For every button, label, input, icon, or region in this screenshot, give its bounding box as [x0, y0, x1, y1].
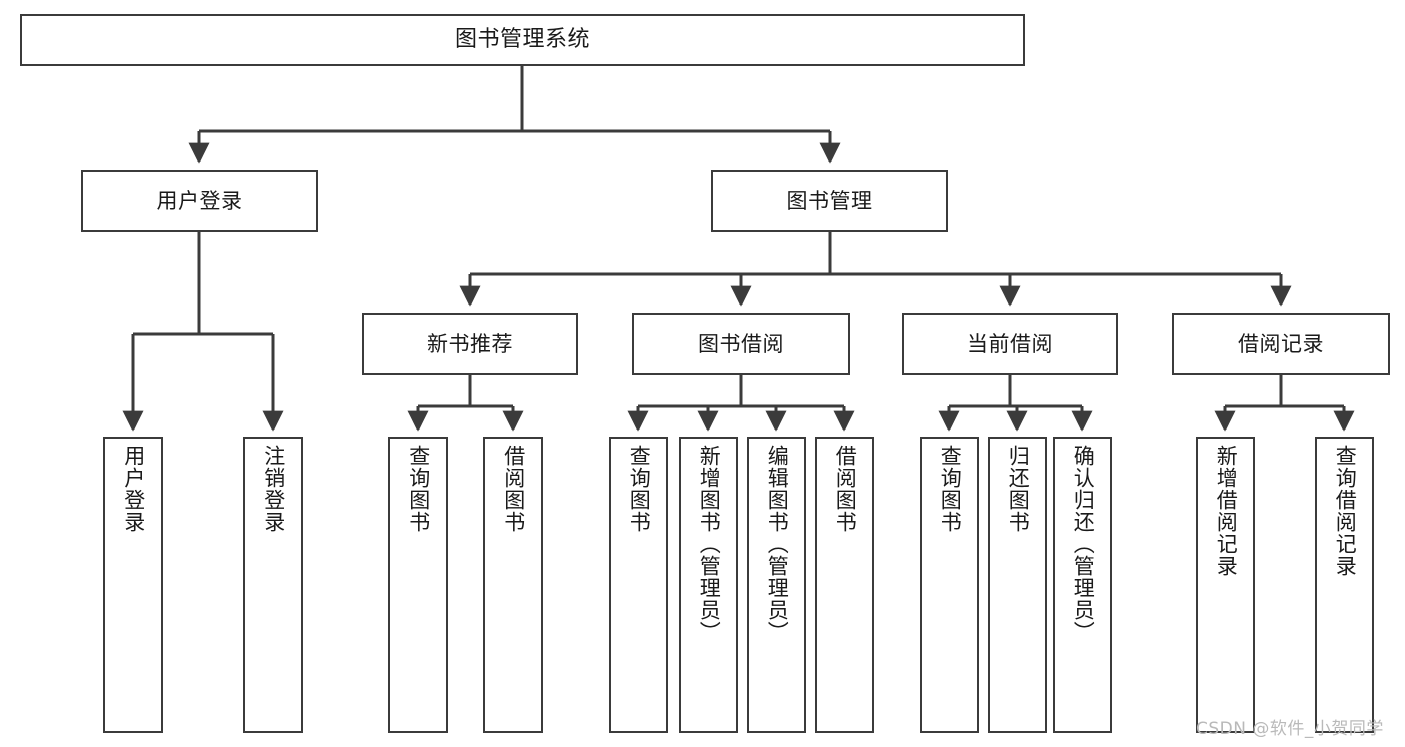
node-leaf-confirm-return[interactable]: 确认归还（管理员） — [1053, 437, 1112, 733]
node-leaf-query-book-2-label: 查询图书 — [627, 445, 652, 533]
node-leaf-user-login[interactable]: 用户登录 — [103, 437, 163, 733]
node-book-borrow[interactable]: 图书借阅 — [632, 313, 850, 375]
node-leaf-query-book-1[interactable]: 查询图书 — [388, 437, 448, 733]
node-new-book-recommend[interactable]: 新书推荐 — [362, 313, 578, 375]
node-leaf-borrow-book-2-label: 借阅图书 — [833, 445, 858, 533]
node-leaf-query-record-label: 查询借阅记录 — [1333, 445, 1358, 577]
node-leaf-query-book-1-label: 查询图书 — [406, 445, 431, 533]
node-borrow-record[interactable]: 借阅记录 — [1172, 313, 1390, 375]
node-book-manage-label: 图书管理 — [786, 188, 873, 213]
node-user-login-label: 用户登录 — [156, 188, 243, 213]
node-leaf-edit-book[interactable]: 编辑图书（管理员） — [747, 437, 806, 733]
node-leaf-add-record-label: 新增借阅记录 — [1214, 445, 1239, 577]
node-leaf-edit-book-label: 编辑图书（管理员） — [765, 445, 790, 643]
node-leaf-return-book[interactable]: 归还图书 — [988, 437, 1047, 733]
node-leaf-return-book-label: 归还图书 — [1006, 445, 1031, 533]
node-leaf-confirm-return-label: 确认归还（管理员） — [1071, 445, 1096, 643]
node-root-label: 图书管理系统 — [454, 27, 590, 53]
node-borrow-record-label: 借阅记录 — [1238, 331, 1324, 356]
node-leaf-borrow-book-1-label: 借阅图书 — [501, 445, 526, 533]
node-leaf-query-book-2[interactable]: 查询图书 — [609, 437, 668, 733]
node-book-borrow-label: 图书借阅 — [698, 331, 784, 356]
node-leaf-borrow-book-1[interactable]: 借阅图书 — [483, 437, 543, 733]
node-leaf-borrow-book-2[interactable]: 借阅图书 — [815, 437, 874, 733]
node-leaf-query-book-3-label: 查询图书 — [938, 445, 963, 533]
node-current-borrow[interactable]: 当前借阅 — [902, 313, 1118, 375]
node-book-manage[interactable]: 图书管理 — [711, 170, 948, 232]
node-leaf-query-book-3[interactable]: 查询图书 — [920, 437, 979, 733]
node-root[interactable]: 图书管理系统 — [20, 14, 1025, 66]
node-leaf-add-record[interactable]: 新增借阅记录 — [1196, 437, 1255, 733]
node-leaf-user-logout[interactable]: 注销登录 — [243, 437, 303, 733]
node-new-book-recommend-label: 新书推荐 — [427, 331, 513, 356]
node-user-login[interactable]: 用户登录 — [81, 170, 318, 232]
node-leaf-query-record[interactable]: 查询借阅记录 — [1315, 437, 1374, 733]
node-leaf-add-book-label: 新增图书（管理员） — [697, 445, 722, 643]
node-current-borrow-label: 当前借阅 — [967, 331, 1053, 356]
node-leaf-user-logout-label: 注销登录 — [261, 445, 286, 533]
node-leaf-add-book[interactable]: 新增图书（管理员） — [679, 437, 738, 733]
node-leaf-user-login-label: 用户登录 — [121, 445, 146, 533]
